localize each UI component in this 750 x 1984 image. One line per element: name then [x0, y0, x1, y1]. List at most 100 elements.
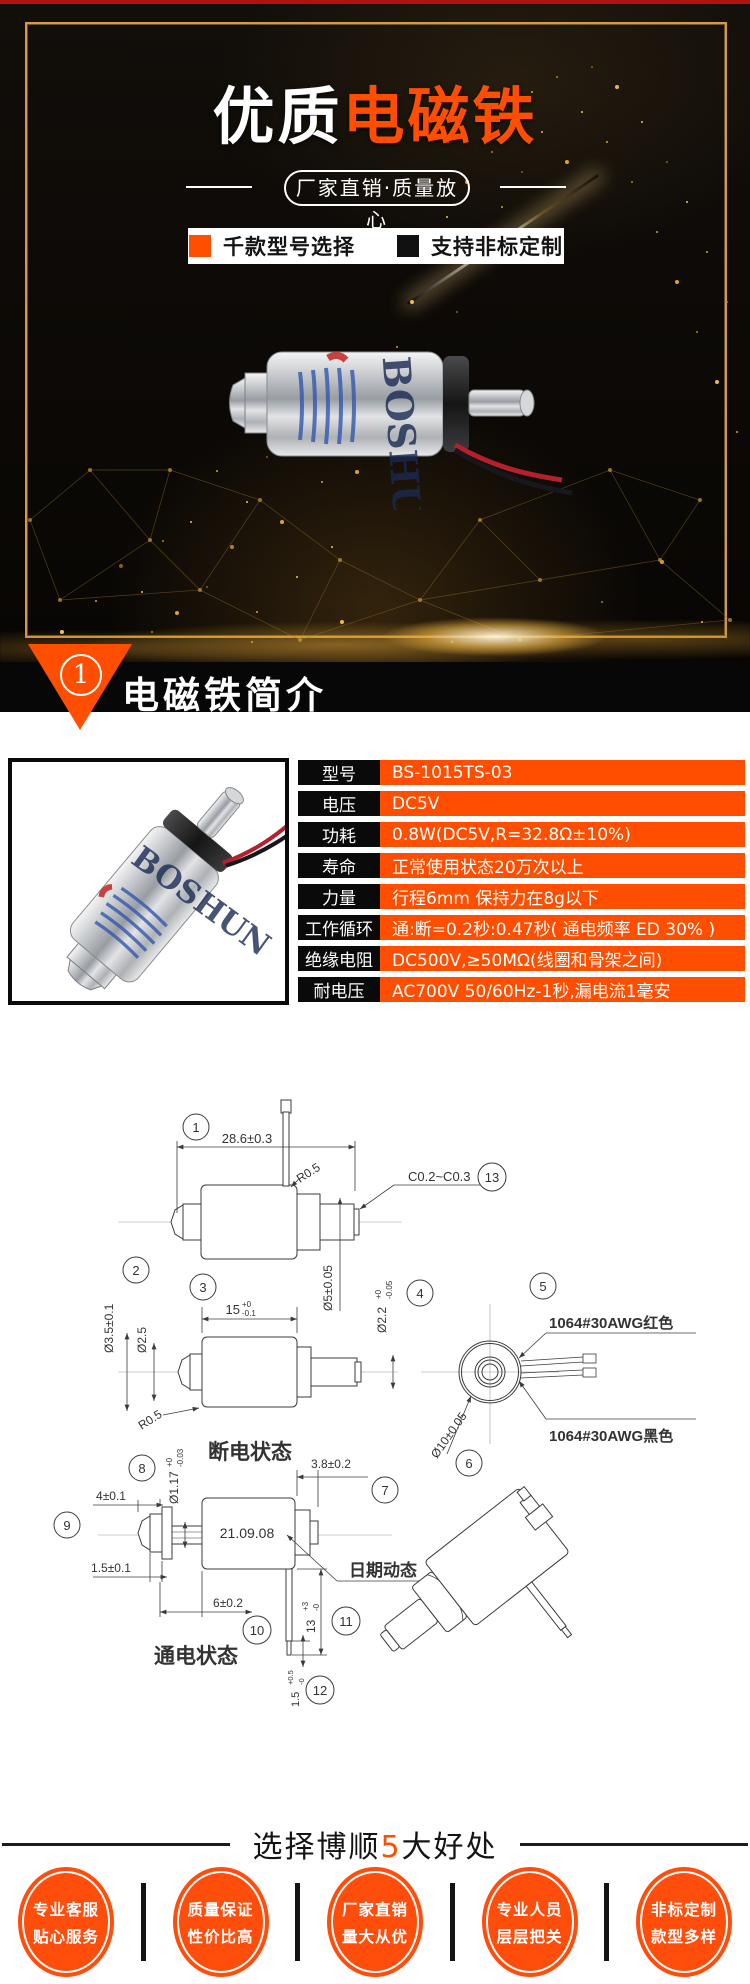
svg-text:9: 9: [63, 1518, 70, 1533]
drawing-view-isometric: [380, 1485, 573, 1652]
dim-radius-2: R0.5: [136, 1407, 165, 1433]
dim-dia35: Ø3.5±0.1: [102, 1303, 116, 1353]
dimension-lines: [124, 1307, 298, 1416]
spec-label: 耐电压: [298, 977, 380, 1002]
svg-text:2: 2: [132, 1263, 139, 1278]
callout-balloons: 1 2 3 4 5 6 7 8 9 10 11 12 13: [53, 1113, 557, 1705]
benefit-badge: 质量保证性价比高: [172, 1867, 269, 1977]
spec-value: 通:断=0.2秒:0.47秒( 通电频率 ED 30% ): [380, 915, 745, 940]
dimension-lines: [93, 1470, 432, 1667]
svg-text:6: 6: [465, 1456, 472, 1471]
solenoid-photo: BOSHUN: [229, 351, 573, 510]
spec-label: 电压: [298, 791, 380, 816]
feature-2-label: 支持非标定制: [431, 235, 563, 259]
svg-text:10: 10: [250, 1623, 264, 1638]
spec-value: 行程6mm 保持力在8g以下: [380, 884, 745, 909]
callout-10: 10: [242, 1615, 272, 1645]
hero-title: 优质电磁铁: [0, 84, 750, 149]
svg-text:+0.5: +0.5: [286, 1670, 295, 1685]
callout-5: 5: [529, 1272, 557, 1300]
spec-value: AC700V 50/60Hz-1秒,漏电流1毫安: [380, 977, 745, 1002]
hero-subtitle-pill: 厂家直销·质量放心: [284, 170, 470, 232]
spec-value: 0.8W(DC5V,R=32.8Ω±10%): [380, 822, 745, 847]
svg-text:3: 3: [199, 1280, 206, 1295]
spec-label: 工作循环: [298, 915, 380, 940]
svg-text:-0: -0: [297, 1678, 306, 1685]
callout-7: 7: [371, 1476, 399, 1504]
callout-1: 1: [182, 1113, 210, 1141]
date-label: 日期动态: [349, 1560, 417, 1580]
badge-divider: [140, 1883, 146, 1961]
svg-text:-0.03: -0.03: [176, 1448, 185, 1467]
orange-swatch-icon: [189, 235, 211, 257]
hero-title-white: 优质: [212, 80, 343, 153]
spec-row: 寿命正常使用状态20万次以上: [298, 853, 745, 878]
dim-len15b: 1.5: [290, 1692, 302, 1707]
wire-black-label: 1064#30AWG黑色: [549, 1427, 673, 1445]
solenoid-photo-tilted: BOSHUN: [66, 787, 285, 991]
spec-label: 寿命: [298, 853, 380, 878]
hero-product-photo: BOSHUN: [229, 351, 573, 510]
dim-len13: 13: [304, 1619, 318, 1633]
svg-text:8: 8: [138, 1461, 145, 1476]
section-1-title: 电磁铁简介: [122, 674, 327, 717]
section-number-badge: 1: [60, 654, 102, 696]
badge-divider: [295, 1883, 301, 1961]
dimension-lines: [176, 1141, 484, 1389]
callout-9: 9: [53, 1511, 81, 1539]
spec-row: 工作循环通:断=0.2秒:0.47秒( 通电频率 ED 30% ): [298, 915, 745, 940]
svg-text:+0: +0: [374, 1289, 383, 1299]
svg-text:4: 4: [416, 1286, 423, 1301]
technical-drawing: 28.6±0.3 R0.5 C0.2~C0.3 Ø5±0.05 Ø2.2 +0 …: [53, 1099, 696, 1707]
svg-text:12: 12: [313, 1683, 327, 1698]
drawing-view-end: Ø10±0.05 1064#30AWG红色 1064#30AWG黑色: [421, 1304, 696, 1461]
feature-bar: 千款型号选择 支持非标定制: [188, 228, 564, 264]
svg-text:-0.05: -0.05: [385, 1280, 394, 1299]
svg-text:-0: -0: [312, 1603, 321, 1611]
badge-divider: [604, 1883, 610, 1961]
section-1-header: 1 电磁铁简介: [0, 644, 750, 730]
black-swatch-icon: [397, 235, 419, 257]
benefit-badges: 专业客服贴心服务 质量保证性价比高 厂家直销量大从优 专业人员层层把关 非标定制…: [18, 1866, 732, 1978]
dim-dia25: Ø2.5: [135, 1327, 149, 1353]
svg-text:13: 13: [485, 1170, 499, 1185]
benefit-badge: 专业客服贴心服务: [18, 1867, 114, 1977]
dim-total-length: 28.6±0.3: [222, 1131, 273, 1146]
svg-text:7: 7: [381, 1483, 388, 1498]
benefits-heading-text: 选择博顺5大好处: [252, 1830, 498, 1865]
svg-text:+0: +0: [165, 1457, 174, 1467]
dim-len4: 4±0.1: [96, 1489, 126, 1503]
drawing-view-on-state: 4±0.1 Ø1.17 +0 -0.03 1.5±0.1 6±0.2 3.8±0…: [91, 1448, 432, 1707]
spec-value: 正常使用状态20万次以上: [380, 853, 745, 878]
dim-dia117: Ø1.17: [167, 1471, 181, 1504]
heading-right-line: [519, 1842, 748, 1846]
svg-text:5: 5: [539, 1279, 546, 1294]
callout-12: 12: [305, 1675, 335, 1705]
hero-title-orange: 电磁铁: [342, 80, 538, 153]
callout-3: 3: [189, 1273, 217, 1301]
svg-text:+3: +3: [301, 1601, 310, 1611]
spec-label: 绝缘电阻: [298, 946, 380, 971]
callout-2: 2: [122, 1256, 150, 1284]
benefit-badge: 厂家直销量大从优: [327, 1867, 423, 1977]
spec-value: DC5V: [380, 791, 745, 816]
top-red-strip: [0, 0, 750, 4]
benefits-heading: 选择博顺5大好处: [0, 1822, 750, 1866]
callout-8: 8: [128, 1454, 156, 1482]
heading-left-line: [2, 1842, 231, 1846]
spec-label: 型号: [298, 760, 380, 785]
date-stamp: 21.09.08: [220, 1525, 275, 1541]
dim-chamfer: C0.2~C0.3: [408, 1169, 471, 1184]
svg-text:+0: +0: [242, 1300, 252, 1309]
drawing-view-off-state: 15 +0 -0.1 Ø3.5±0.1 Ø2.5 R0.5 断电状态: [102, 1300, 398, 1464]
badge-divider: [449, 1883, 455, 1961]
svg-text:-0.1: -0.1: [242, 1309, 256, 1318]
dim-len6: 6±0.2: [213, 1596, 243, 1610]
dim-len15a: 1.5±0.1: [91, 1561, 131, 1575]
